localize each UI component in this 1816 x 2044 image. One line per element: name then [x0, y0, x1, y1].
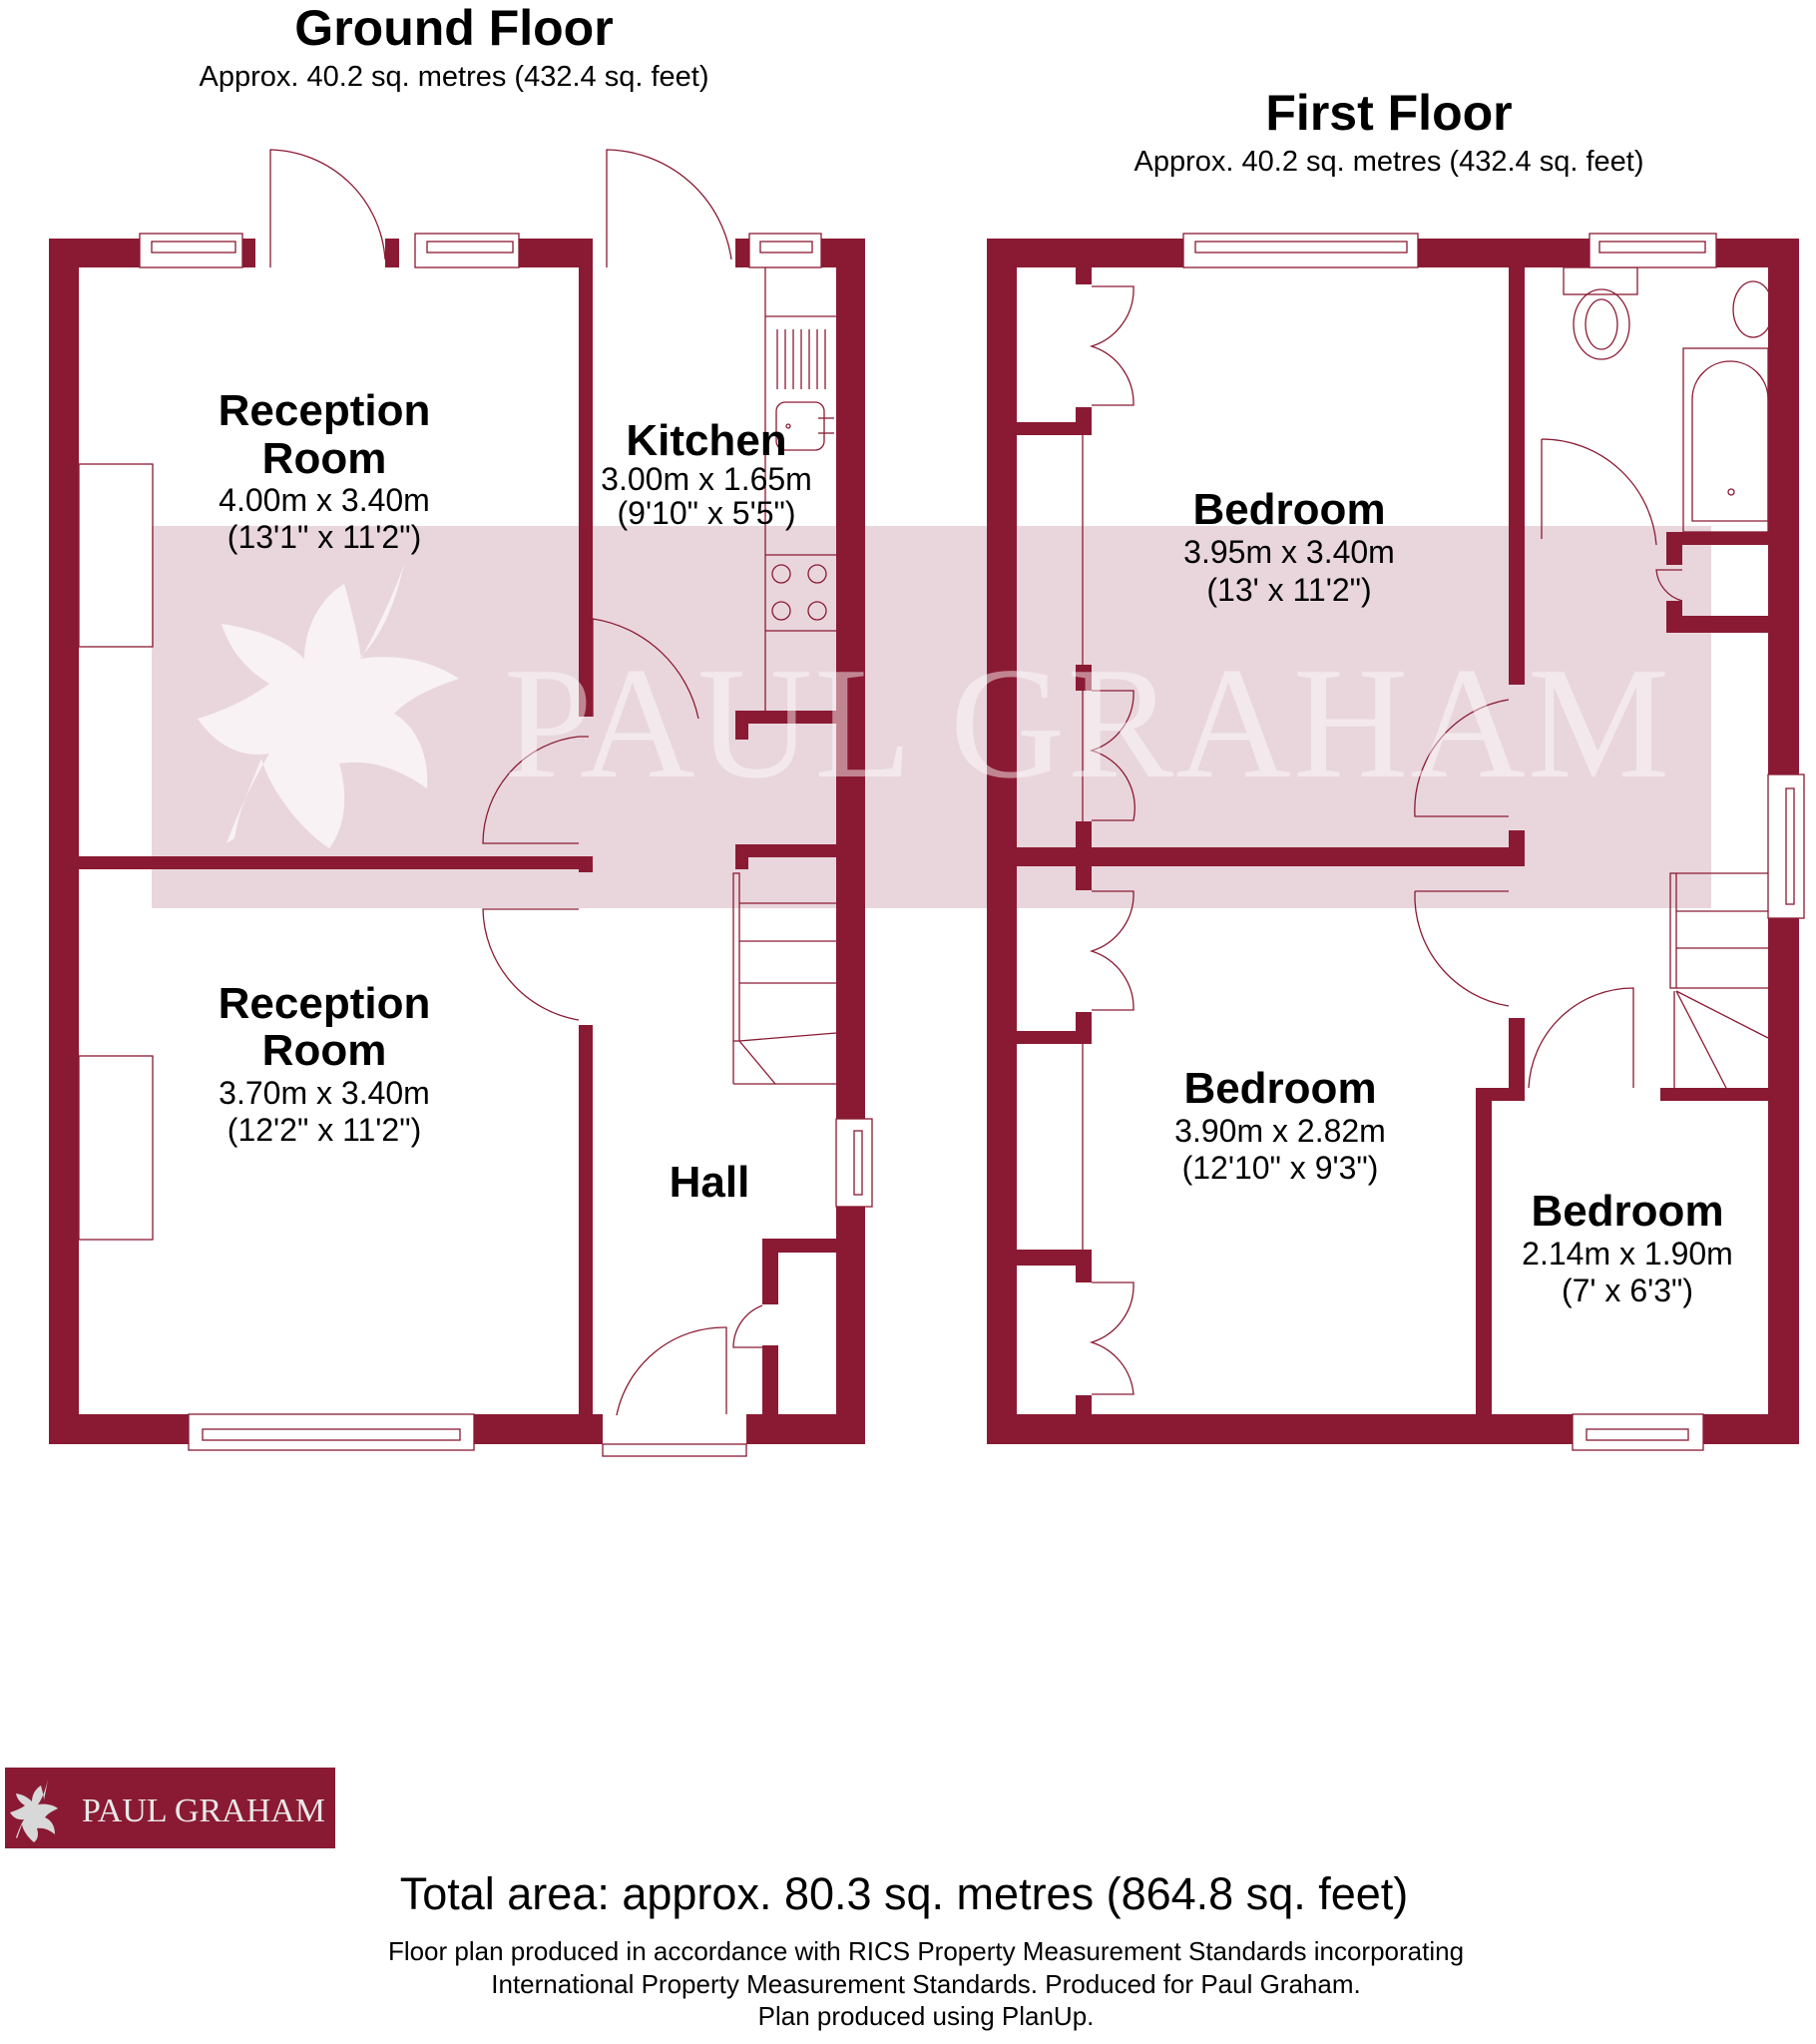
window-landing	[1767, 773, 1805, 919]
maple-leaf-icon	[10, 1780, 58, 1842]
window-bedroom-1	[1182, 233, 1419, 268]
room-label-hall: Hall	[670, 1158, 750, 1207]
footer-note-line-3: Plan produced using PlanUp.	[758, 2001, 1095, 2031]
window-front	[188, 1413, 475, 1451]
room-label-kitchen: Kitchen 3.00m x 1.65m (9'10" x 5'5")	[601, 416, 812, 531]
room-dimensions-imperial: (12'2" x 11'2")	[227, 1112, 421, 1148]
kitchen-sink-icon	[775, 401, 825, 451]
room-dimensions-metric: 3.90m x 2.82m	[1174, 1113, 1386, 1149]
watermark: PAUL GRAHAM	[198, 564, 1671, 848]
door-airing-cupboard	[1655, 569, 1683, 602]
room-name: Reception	[219, 979, 431, 1028]
first-floor-area: Approx. 40.2 sq. metres (432.4 sq. feet)	[1135, 146, 1644, 178]
door-lower-reception	[482, 908, 580, 1021]
window-bedroom-3	[1572, 1413, 1704, 1451]
room-name: Bedroom	[1192, 485, 1385, 534]
bath-icon	[1682, 347, 1769, 533]
room-label-bedroom-1: Bedroom 3.95m x 3.40m (13' x 11'2")	[1183, 485, 1395, 608]
room-dimensions-imperial: (13'1" x 11'2")	[227, 519, 421, 555]
ground-floor-title: Ground Floor	[294, 0, 613, 56]
room-label-reception-2: Reception Room 3.70m x 3.40m (12'2" x 11…	[219, 979, 431, 1148]
maple-leaf-icon	[198, 564, 459, 848]
door-bathroom	[1541, 438, 1657, 546]
ground-floor-plan	[49, 149, 873, 1457]
window-ground-rear-2	[414, 233, 520, 268]
room-label-bedroom-3: Bedroom 2.14m x 1.90m (7' x 6'3")	[1522, 1187, 1733, 1308]
room-name: Room	[262, 1026, 387, 1075]
window-bathroom	[1589, 233, 1717, 268]
window-hall-side	[835, 1118, 873, 1208]
room-name: Hall	[670, 1158, 750, 1207]
kitchen-worktop	[764, 267, 836, 711]
hob-icon	[771, 564, 827, 621]
footer-note-line-2: International Property Measurement Stand…	[491, 1969, 1360, 1999]
logo-text: PAUL GRAHAM	[82, 1792, 325, 1829]
toilet-icon	[1573, 288, 1630, 360]
staircase-ground	[732, 872, 837, 1085]
ground-floor-area: Approx. 40.2 sq. metres (432.4 sq. feet)	[200, 61, 709, 93]
staircase-first	[1669, 872, 1769, 1089]
door-kitchen-rear	[606, 149, 732, 267]
wardrobe-doors-1	[1089, 285, 1135, 406]
wardrobe-doors-3	[1089, 890, 1135, 1011]
room-name: Room	[262, 434, 387, 483]
room-dimensions-metric: 4.00m x 3.40m	[219, 482, 430, 518]
room-name: Bedroom	[1531, 1187, 1723, 1236]
door-bedroom-3	[1528, 987, 1634, 1089]
room-name: Reception	[219, 386, 431, 435]
door-upper-reception	[482, 736, 589, 844]
window-kitchen	[748, 233, 822, 268]
door-rear-reception	[269, 149, 386, 267]
room-name: Bedroom	[1183, 1064, 1376, 1113]
first-floor-plan	[987, 233, 1805, 1451]
total-area: Total area: approx. 80.3 sq. metres (864…	[400, 1868, 1409, 1919]
room-dimensions-metric: 3.70m x 3.40m	[219, 1075, 430, 1111]
first-floor-title: First Floor	[1265, 85, 1512, 141]
door-front-entrance	[616, 1326, 727, 1416]
room-dimensions-imperial: (7' x 6'3")	[1562, 1273, 1693, 1308]
agent-logo: PAUL GRAHAM	[5, 1768, 335, 1848]
door-bedroom-2	[1414, 890, 1510, 1007]
window-ground-rear-1	[139, 233, 243, 268]
door-bedroom-1	[1414, 699, 1510, 817]
watermark-band	[152, 526, 1711, 908]
wardrobe-doors-4	[1089, 1281, 1135, 1395]
room-dimensions-metric: 3.95m x 3.40m	[1183, 534, 1395, 570]
room-dimensions-imperial: (12'10" x 9'3")	[1182, 1150, 1379, 1186]
wardrobe-doors-2	[1089, 690, 1135, 821]
fireplace-lower	[78, 1055, 154, 1241]
room-dimensions-metric: 3.00m x 1.65m	[601, 461, 812, 497]
door-cupboard	[732, 1304, 763, 1348]
room-dimensions-metric: 2.14m x 1.90m	[1522, 1236, 1733, 1272]
room-label-reception-1: Reception Room 4.00m x 3.40m (13'1" x 11…	[219, 386, 431, 555]
footer-note-line-1: Floor plan produced in accordance with R…	[388, 1936, 1464, 1966]
door-kitchen-hall	[592, 618, 699, 720]
room-name: Kitchen	[626, 416, 786, 465]
room-label-bedroom-2: Bedroom 3.90m x 2.82m (12'10" x 9'3")	[1174, 1064, 1386, 1186]
fireplace-upper	[78, 463, 154, 648]
basin-icon	[1732, 280, 1774, 338]
room-dimensions-imperial: (13' x 11'2")	[1206, 572, 1371, 608]
room-dimensions-imperial: (9'10" x 5'5")	[617, 495, 795, 531]
watermark-text: PAUL GRAHAM	[504, 634, 1671, 811]
toilet-cistern-icon	[1563, 266, 1638, 295]
